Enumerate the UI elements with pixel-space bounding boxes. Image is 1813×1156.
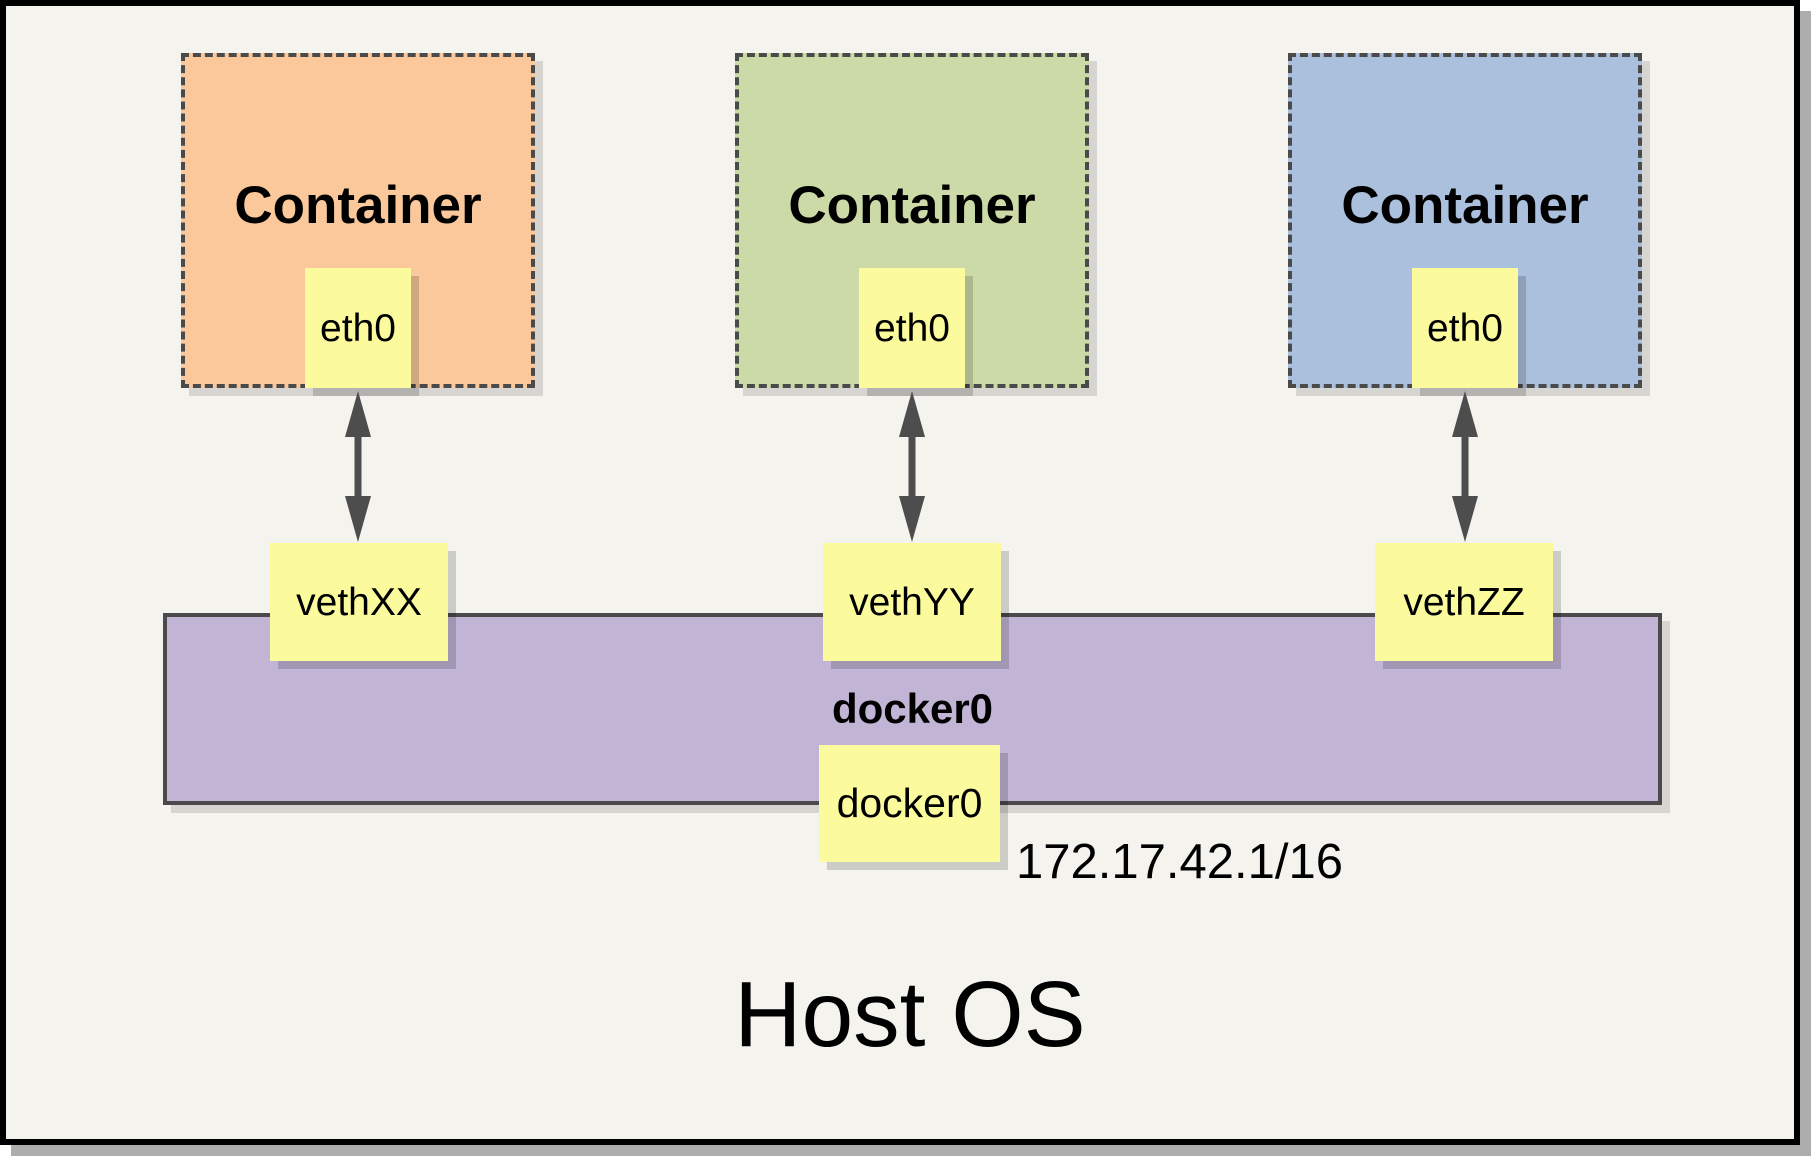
veth-box-3: vethZZ <box>1375 543 1553 661</box>
eth0-box-1: eth0 <box>305 268 411 388</box>
veth-box-2: vethYY <box>823 543 1001 661</box>
eth0-box-3: eth0 <box>1412 268 1518 388</box>
veth-label-2: vethYY <box>849 580 975 624</box>
container-box-2: Container eth0 <box>735 53 1089 388</box>
eth0-box-2: eth0 <box>859 268 965 388</box>
host-os-label: Host OS <box>734 962 1086 1066</box>
container-label-3: Container <box>1341 176 1589 235</box>
container-label-2: Container <box>788 176 1036 235</box>
docker0-bridge-label: docker0 <box>831 685 994 732</box>
double-arrow-icon-2 <box>894 390 930 543</box>
double-arrow-icon-3 <box>1447 390 1483 543</box>
double-arrow-icon-1 <box>340 390 376 543</box>
bridge-ip-label: 172.17.42.1/16 <box>1016 835 1343 889</box>
eth0-label-1: eth0 <box>320 306 396 350</box>
docker0-interface-label: docker0 <box>836 780 983 826</box>
docker0-interface-box: docker0 <box>819 745 1000 862</box>
veth-box-1: vethXX <box>270 543 448 661</box>
container-box-1: Container eth0 <box>181 53 535 388</box>
eth0-label-2: eth0 <box>874 306 950 350</box>
container-label-1: Container <box>234 176 482 235</box>
veth-label-1: vethXX <box>296 580 422 624</box>
container-box-3: Container eth0 <box>1288 53 1642 388</box>
veth-label-3: vethZZ <box>1403 580 1525 624</box>
eth0-label-3: eth0 <box>1427 306 1503 350</box>
